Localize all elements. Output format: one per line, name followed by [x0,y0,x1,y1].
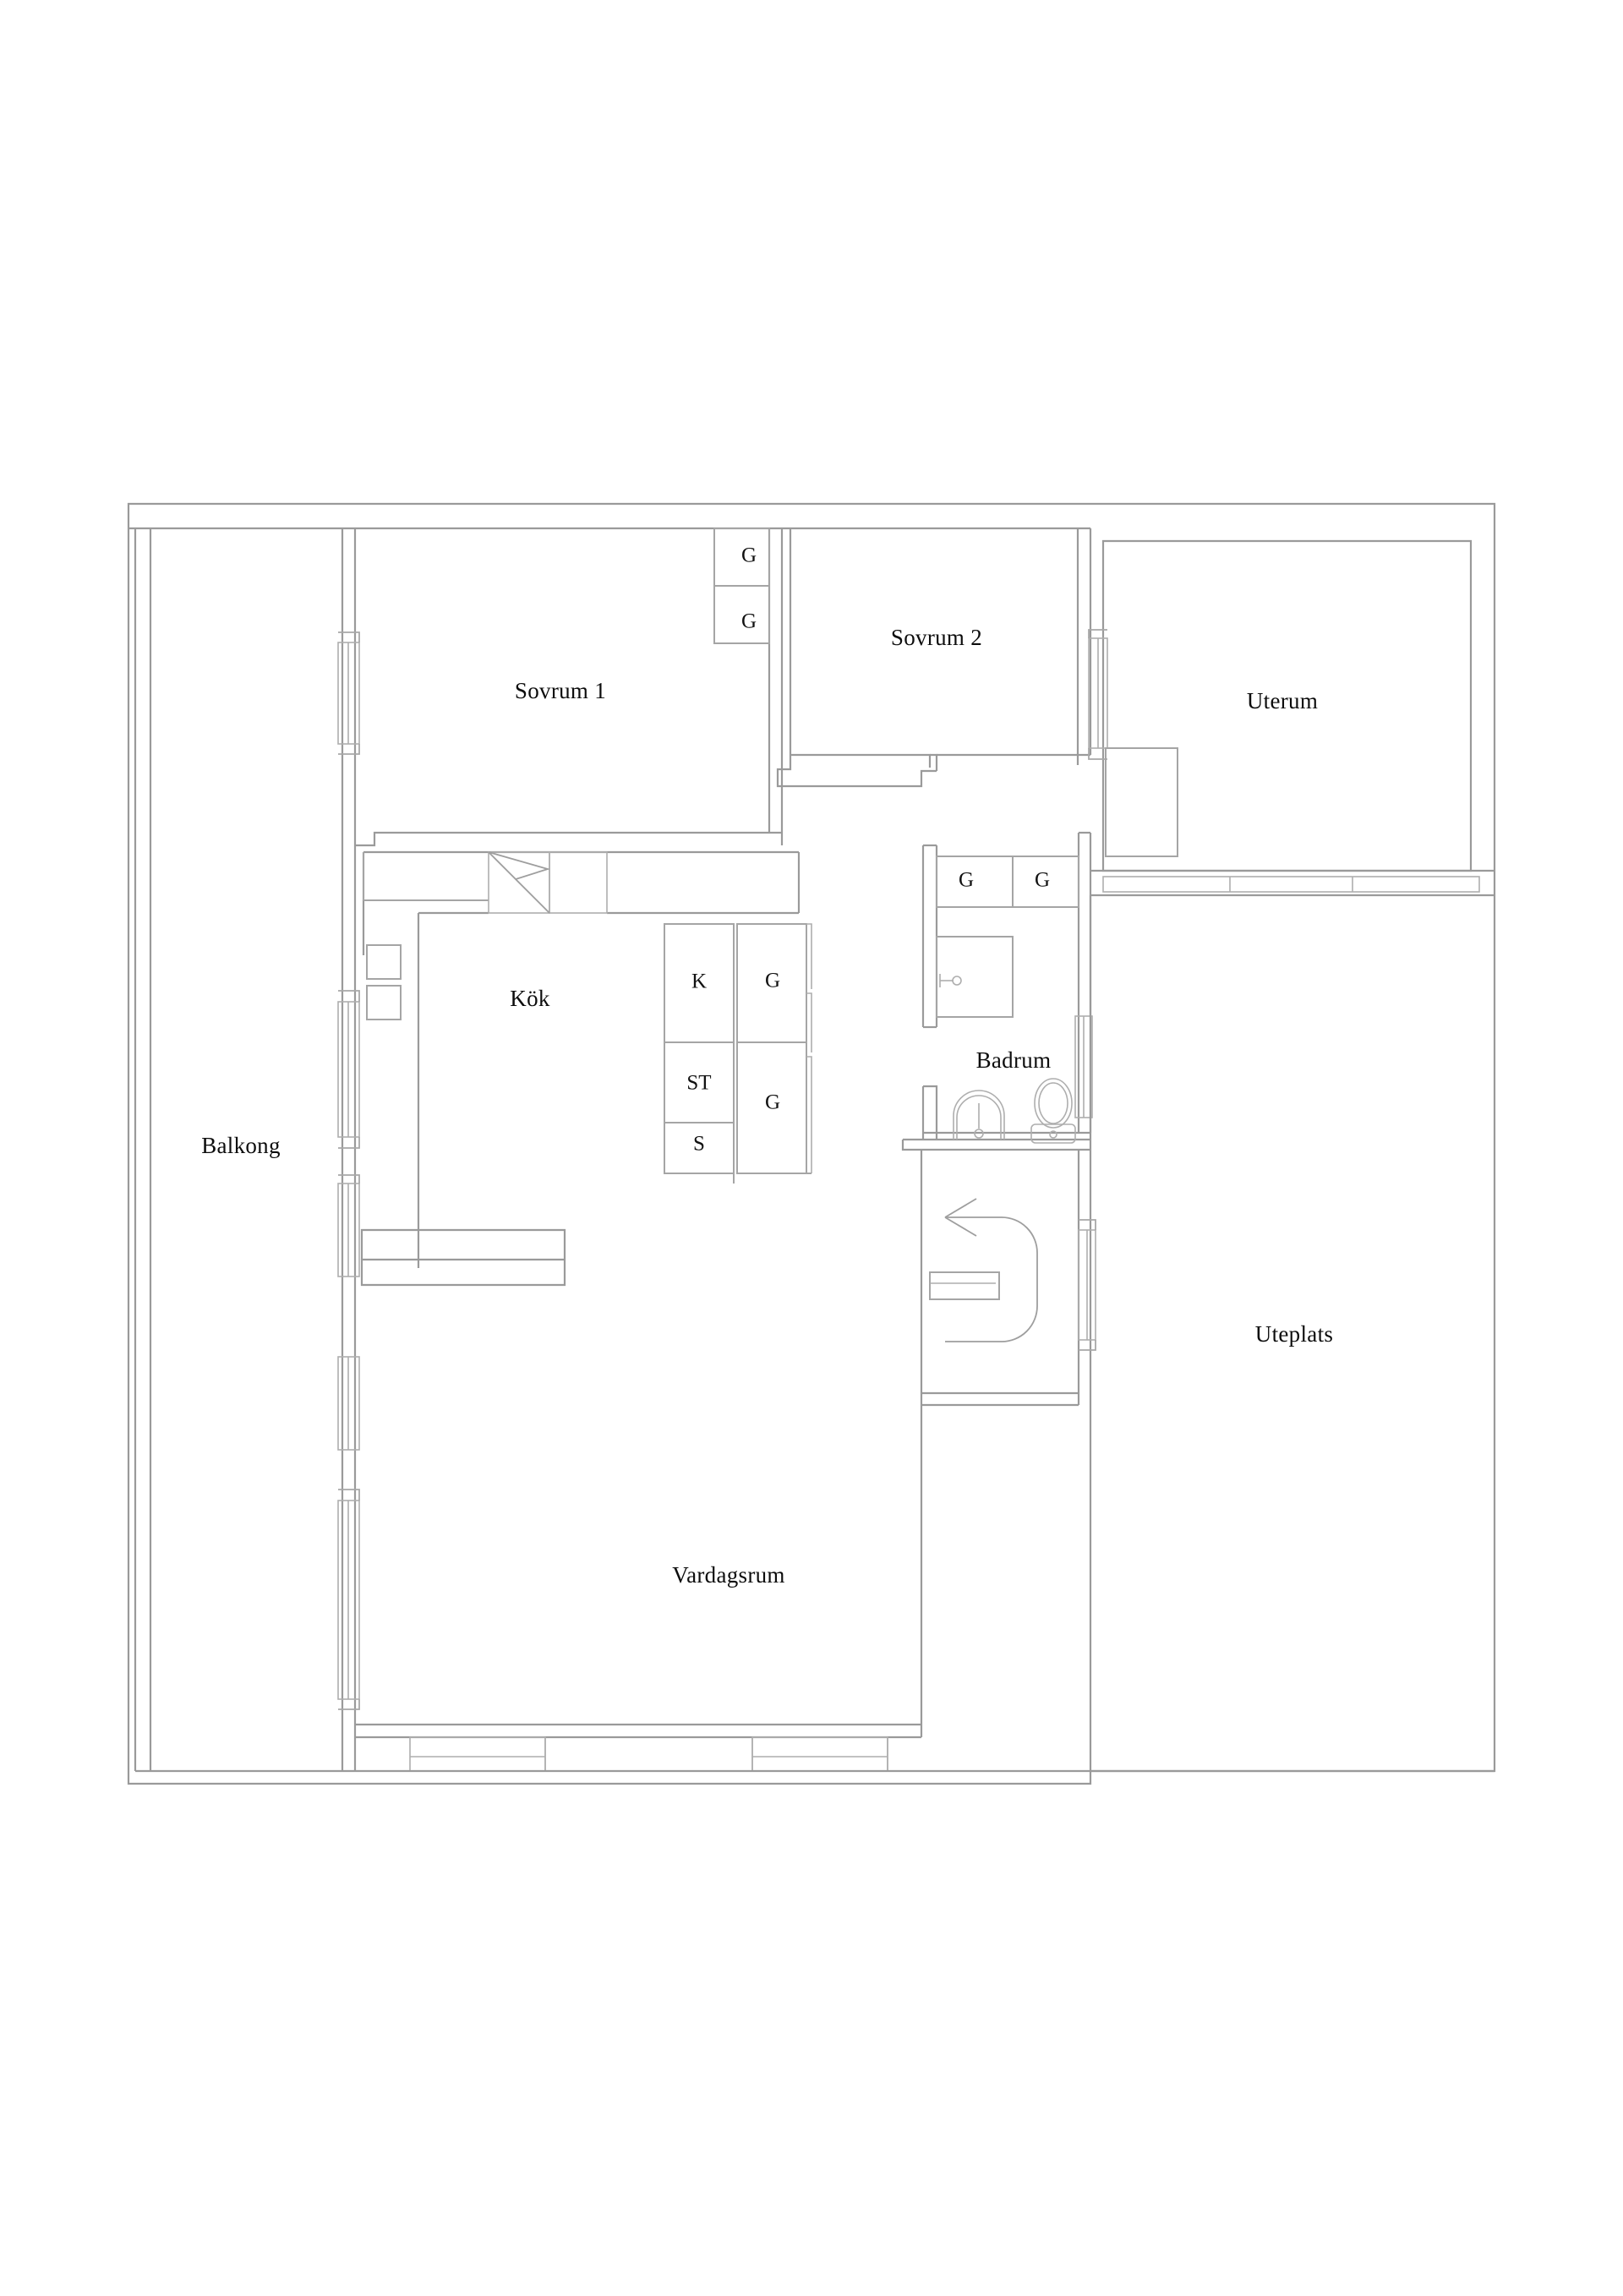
cabinet-label-kok-s: S [693,1133,705,1156]
room-label-sovrum-1: Sovrum 1 [515,678,606,703]
cabinet-label-kok-st: ST [686,1072,711,1095]
cabinet-label-sovrum1-g-upper: G [741,544,757,567]
cabinet-label-sovrum1-g-lower: G [741,610,757,633]
room-label-sovrum-2: Sovrum 2 [891,625,982,650]
sink-fixture [953,1090,1005,1140]
bathroom-fixtures [953,1078,1076,1144]
cabinet-label-kok-g-upper: G [765,970,780,992]
badrum-closets [936,856,1079,908]
room-label-uteplats: Uteplats [1255,1321,1333,1347]
balkong-openings [337,631,360,1710]
cabinet-label-kok-k: K [691,970,707,993]
room-labels: Balkong Sovrum 1 Sovrum 2 Uterum Kök Bad… [201,625,1333,1588]
entry-door-swing [944,1198,1038,1342]
room-label-kok: Kök [510,986,550,1011]
uterum-railing [1090,869,1495,897]
wardrobe-fixture [929,1271,1000,1300]
shower-enclosure [936,936,1014,1018]
cabinet-label-kok-g-lower: G [765,1091,780,1114]
room-kok [360,850,801,1287]
stove-fixture [366,944,402,1020]
room-balkong [134,528,357,1773]
kok-cabinets-left [664,923,735,1184]
sovrum1-closets [713,528,770,644]
kok-cabinets-right [736,923,812,1174]
room-label-vardagsrum: Vardagsrum [672,1562,784,1588]
room-badrum [901,831,1093,1151]
vardagsrum-windows [355,1736,1090,1773]
shower-tap-fixture [939,974,962,987]
folding-door-symbol [488,851,608,914]
room-vardagsrum [355,1405,923,1739]
room-sovrum-2 [776,528,1092,788]
toilet-fixture [1030,1078,1076,1144]
room-label-uterum: Uterum [1247,688,1318,713]
cabinet-label-badrum-g-left: G [959,869,974,892]
room-uteplats [1078,895,1495,1773]
room-label-balkong: Balkong [201,1133,281,1158]
entry-hall [920,1150,1080,1407]
room-label-badrum: Badrum [976,1047,1052,1073]
cabinet-label-badrum-g-right: G [1035,869,1050,892]
cabinet-labels: G G K ST S G G G G [686,544,1050,1156]
